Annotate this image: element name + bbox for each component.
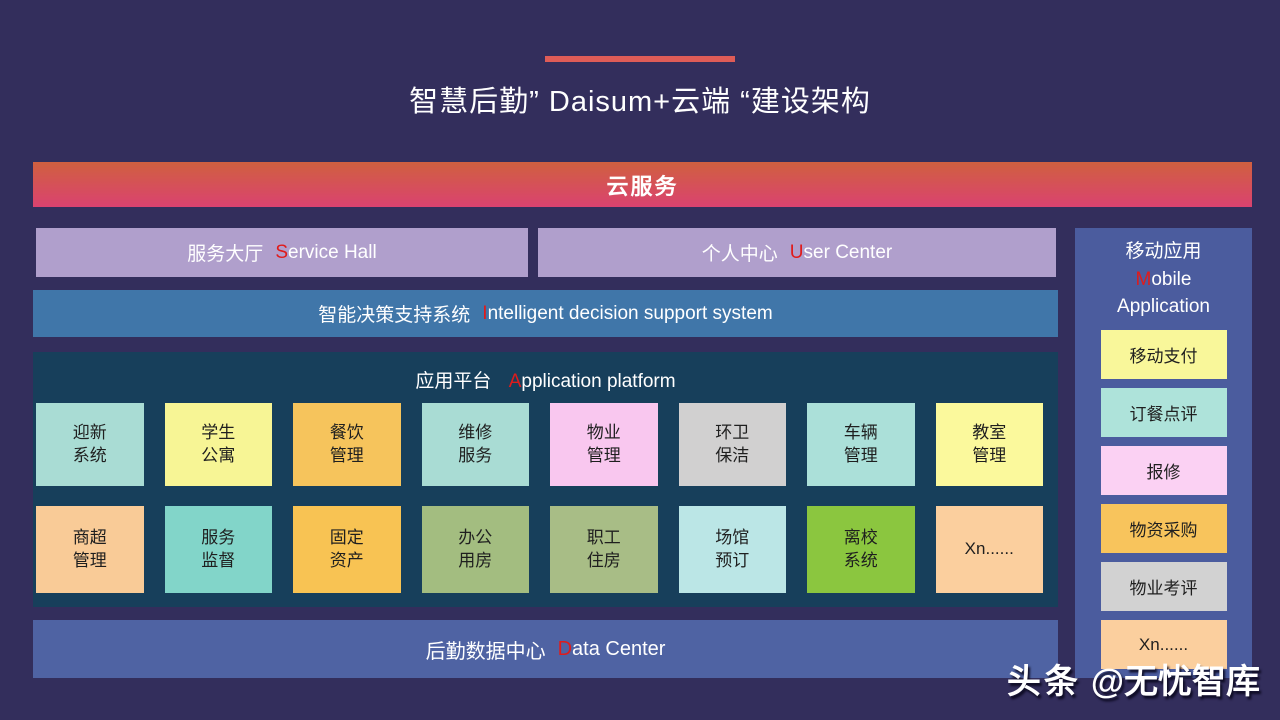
mobile-application-header: 移动应用 Mobile Application	[1075, 228, 1252, 321]
application-platform-header: 应用平台 Application platform	[33, 366, 1058, 393]
mobile-app-item: Xn......	[1100, 620, 1227, 669]
decision-initial: I	[482, 302, 488, 324]
mobile-app-label-en: Mobile	[1135, 268, 1192, 290]
app-box: 教室管理	[935, 403, 1043, 486]
mobile-app-item: 物业考评	[1100, 562, 1227, 611]
watermark-brand: 头条	[1006, 663, 1081, 701]
mobile-app-item: 订餐点评	[1100, 388, 1227, 437]
watermark-handle: @无忧智库	[1090, 663, 1260, 701]
page-title: 智慧后勤” Daisum+云端 “建设架构	[409, 86, 871, 118]
data-center-initial: D	[557, 637, 573, 660]
service-hall-initial: S	[275, 241, 288, 263]
app-box: 职工住房	[550, 506, 658, 593]
mobile-app-label-en-line2: Application	[1117, 296, 1210, 318]
app-box: 学生公寓	[164, 403, 272, 486]
app-box: 迎新系统	[36, 403, 144, 486]
decision-label-en: ntelligent decision support system	[487, 302, 773, 324]
app-box: 物业管理	[550, 403, 658, 486]
application-platform-panel: 应用平台 Application platform 迎新系统 学生公寓 餐饮管理…	[33, 352, 1058, 607]
app-box: 办公用房	[421, 506, 529, 593]
user-center-label-zh: 个人中心	[701, 244, 778, 265]
app-box: 餐饮管理	[293, 403, 401, 486]
app-box: 维修服务	[421, 403, 529, 486]
app-box: 场馆预订	[678, 506, 786, 593]
platform-label-en: pplication platform	[521, 371, 676, 392]
watermark: 头条@无忧智库	[1007, 654, 1260, 703]
app-box: 固定资产	[293, 506, 401, 593]
mobile-app-item: 物资采购	[1100, 504, 1227, 553]
platform-label-zh: 应用平台	[415, 371, 492, 392]
app-box: 服务监督	[164, 506, 272, 593]
mobile-app-item: 移动支付	[1100, 330, 1227, 379]
cloud-service-label: 云服务	[606, 173, 679, 199]
platform-initial: A	[508, 371, 522, 392]
mobile-app-item-list: 移动支付 订餐点评 报修 物资采购 物业考评 Xn......	[1075, 330, 1252, 669]
app-box: 车辆管理	[807, 403, 915, 486]
platform-row-2: 商超管理 服务监督 固定资产 办公用房 职工住房 场馆预订 离校系统 Xn...…	[36, 506, 1043, 593]
app-box: 离校系统	[807, 506, 915, 593]
decision-label-zh: 智能决策支持系统	[318, 305, 471, 326]
user-center-label-en: ser Center	[803, 241, 893, 263]
cloud-service-banner: 云服务	[33, 162, 1252, 207]
mobile-application-panel: 移动应用 Mobile Application 移动支付 订餐点评 报修 物资采…	[1075, 228, 1252, 678]
platform-row-1: 迎新系统 学生公寓 餐饮管理 维修服务 物业管理 环卫保洁 车辆管理 教室管理	[36, 403, 1043, 486]
mobile-app-item: 报修	[1100, 446, 1227, 495]
service-hall-label-en: ervice Hall	[288, 241, 377, 263]
user-center-initial: U	[789, 241, 804, 263]
data-center-label-en: ata Center	[572, 637, 666, 660]
app-box: Xn......	[935, 506, 1043, 593]
mobile-app-initial: M	[1135, 268, 1152, 290]
data-center-label-zh: 后勤数据中心	[425, 640, 546, 663]
title-accent-line	[545, 56, 735, 62]
app-box: 环卫保洁	[678, 403, 786, 486]
app-box: 商超管理	[36, 506, 144, 593]
mobile-app-label-zh: 移动应用	[1125, 241, 1202, 262]
service-hall-label-zh: 服务大厅	[187, 244, 264, 265]
